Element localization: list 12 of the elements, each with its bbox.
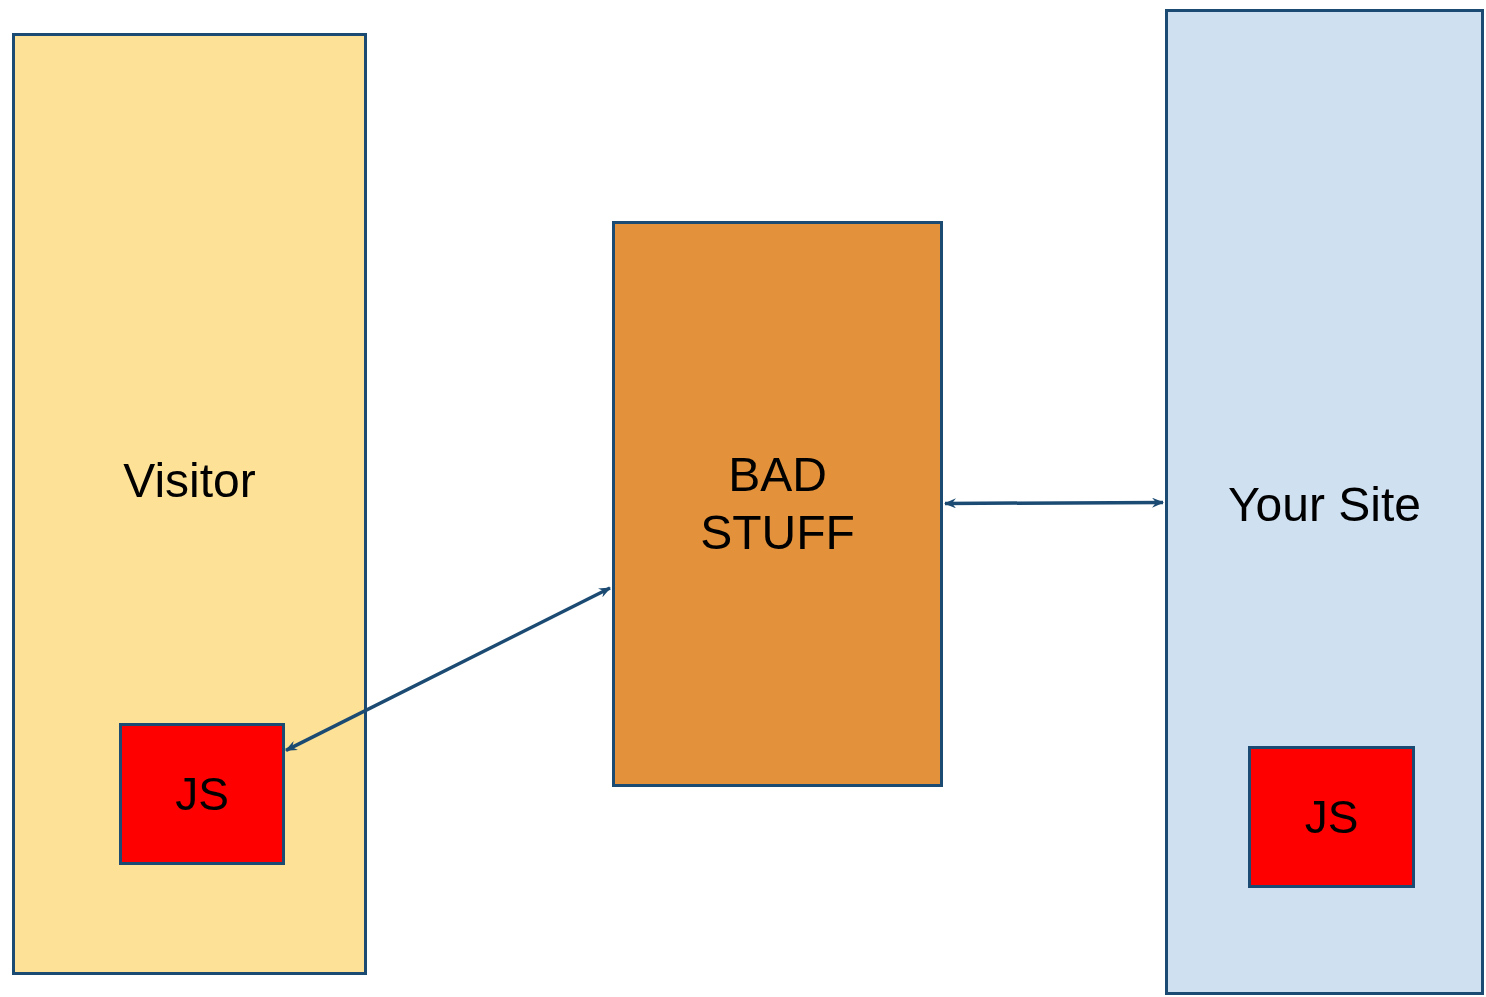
visitor-panel xyxy=(12,33,367,975)
node-label: BAD STUFF xyxy=(699,447,856,561)
arrow xyxy=(285,586,611,752)
script-box xyxy=(1248,746,1415,888)
node-label: JS xyxy=(1303,789,1360,845)
site-panel xyxy=(1165,9,1484,995)
node-label: JS xyxy=(174,766,230,822)
node-label: Visitor xyxy=(122,453,257,509)
arrow xyxy=(944,497,1164,509)
process-box xyxy=(612,221,943,787)
script-box xyxy=(119,723,285,865)
node-label: Your Site xyxy=(1227,477,1422,533)
